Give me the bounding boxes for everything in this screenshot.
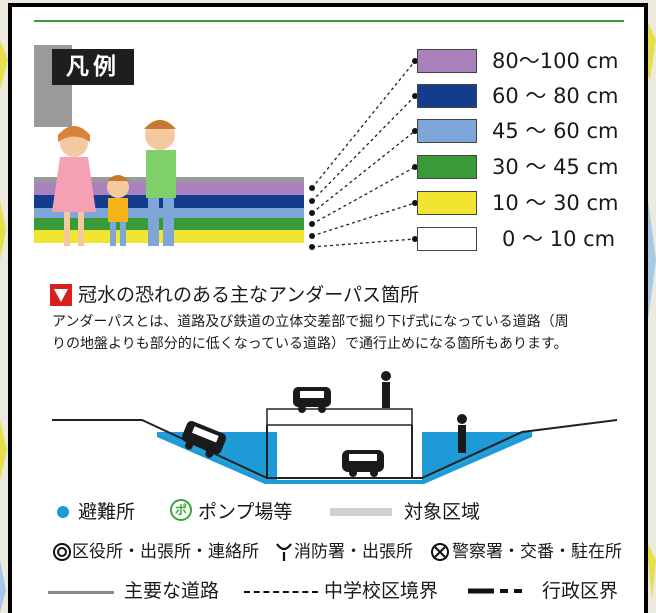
admin-boundary-line	[468, 588, 522, 594]
legend-panel: 凡例 80～100 cm 60 ～ 80 cm 45 ～ 60 cm 30 ～ …	[8, 3, 648, 613]
depth-swatch-0-10	[417, 227, 477, 251]
main-road-label: 主要な道路	[124, 580, 220, 602]
target-area-swatch	[330, 508, 392, 516]
pump-label: ポンプ場等	[198, 501, 293, 523]
police-icon	[431, 543, 449, 561]
depth-illustration	[34, 20, 624, 253]
depth-label-30-45: 30 ～ 45 cm	[492, 155, 619, 179]
depth-label-10-30: 10 ～ 30 cm	[492, 191, 619, 215]
depth-swatch-80-100	[417, 49, 477, 73]
police-label: 警察署・交番・駐在所	[452, 542, 622, 562]
man-figure	[144, 120, 176, 246]
depth-label-45-60: 45 ～ 60 cm	[492, 119, 619, 143]
underpass-description-line2: りの地盤よりも部分的に低くなっている道路）で通行止めになる箇所もあります。	[52, 336, 568, 352]
shelter-icon	[57, 506, 69, 518]
fire-station-icon	[276, 543, 292, 561]
underpass-description-line1: アンダーパスとは、道路及び鉄道の立体交差部で掘り下げ式になっている道路（周	[52, 314, 569, 330]
pump-icon: ポ	[170, 499, 192, 521]
woman-figure	[52, 126, 96, 246]
child-figure	[107, 175, 129, 246]
depth-swatch-30-45	[417, 155, 477, 179]
legend-title: 凡例	[52, 49, 134, 85]
ward-office-label: 区役所・出張所・連絡所	[72, 542, 259, 562]
underpass-heading: 冠水の恐れのある主なアンダーパス箇所	[78, 284, 420, 306]
underpass-marker-icon	[50, 284, 72, 306]
underpass-diagram	[52, 371, 618, 484]
ward-office-icon	[53, 543, 71, 561]
school-boundary-line	[244, 591, 318, 593]
depth-label-80-100: 80～100 cm	[492, 49, 619, 73]
depth-swatch-60-80	[417, 84, 477, 108]
depth-label-60-80: 60 ～ 80 cm	[492, 84, 619, 108]
depth-swatch-45-60	[417, 119, 477, 143]
admin-boundary-label: 行政区界	[542, 580, 619, 602]
target-area-label: 対象区域	[404, 501, 481, 523]
depth-label-0-10: 0 ～ 10 cm	[502, 227, 616, 251]
depth-swatch-10-30	[417, 191, 477, 215]
fire-station-label: 消防署・出張所	[294, 542, 413, 562]
shelter-label: 避難所	[78, 501, 136, 523]
school-boundary-label: 中学校区境界	[324, 580, 439, 602]
main-road-line	[48, 591, 114, 594]
